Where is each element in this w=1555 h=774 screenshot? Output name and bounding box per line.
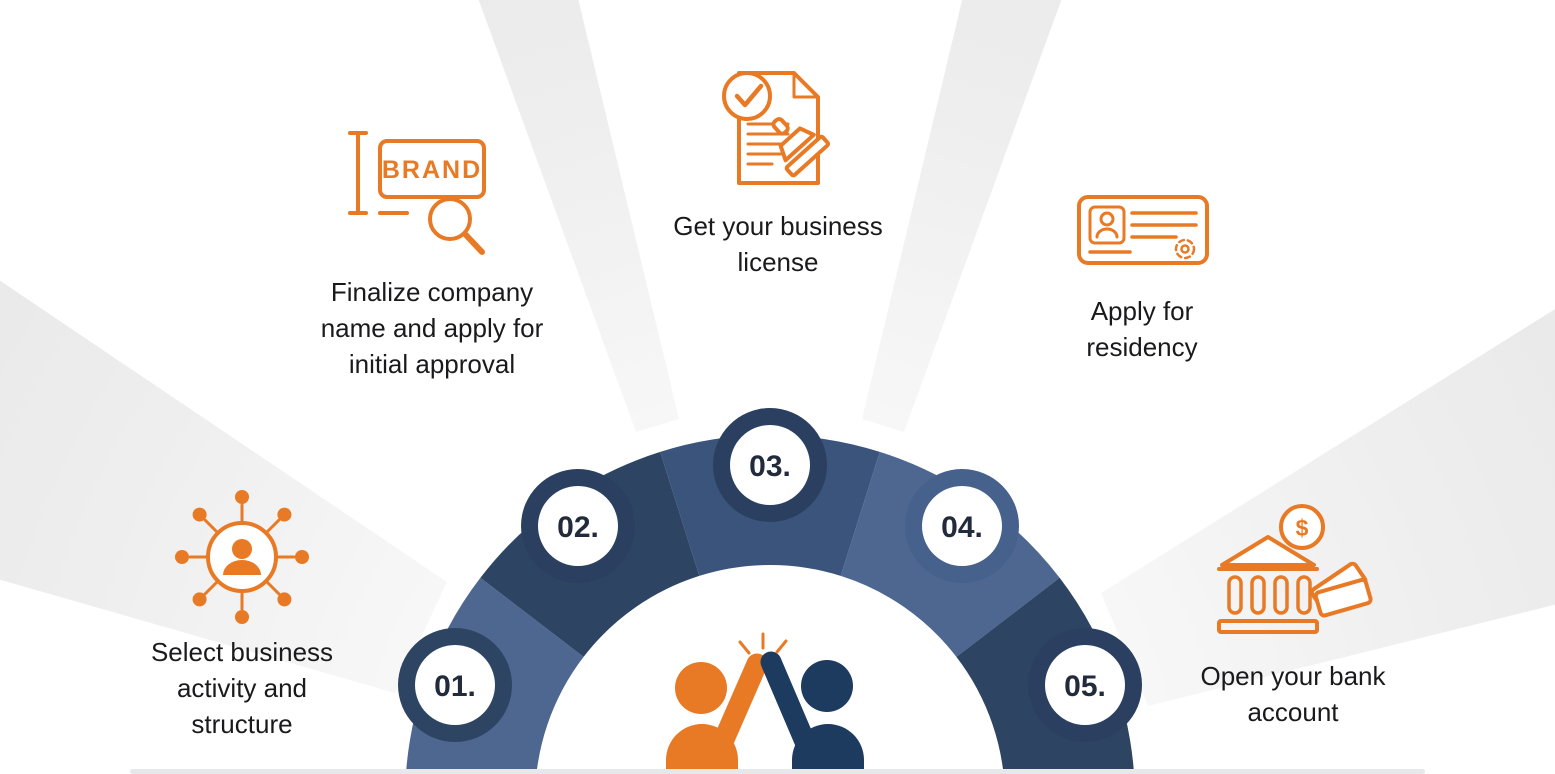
id-photo-frame [1088,205,1126,245]
step-caption-2: Finalize company name and apply for init… [320,277,544,379]
orange-person-body [666,724,738,774]
step-number-1: 01. [434,670,476,703]
light-rays [0,0,1555,706]
light-ray [0,280,447,693]
id-text-lines [1088,211,1198,254]
high-five-figures [666,632,864,774]
sparkle-icon [738,632,788,655]
network-nodes [175,490,309,624]
bank-account-icon: $ [1217,504,1373,634]
orange-person-arm [711,653,768,755]
step-caption-3: Get your business license [673,211,883,277]
dollar-sign: $ [1296,515,1309,541]
navy-person-head [801,660,853,712]
ground-line [130,769,1425,774]
brand-search-icon: BRAND [348,131,486,255]
bank-base [1217,619,1319,634]
light-ray [1101,309,1555,706]
network-people-icon [175,490,309,624]
step-number-circle-2 [538,486,618,566]
step-number-circle-4 [922,486,1002,566]
banknotes-icon [1310,561,1373,618]
step-number-5: 05. [1064,670,1106,703]
business-license-icon [722,71,831,185]
bank-roof [1220,535,1316,567]
residency-id-card-icon [1077,195,1209,265]
light-ray [862,0,1062,432]
orange-person-head [675,662,727,714]
network-person-shoulders [223,560,261,575]
step-number-4: 04. [941,511,983,544]
license-check-circle [722,71,772,121]
step-number-3: 03. [749,450,791,483]
network-spokes [188,503,296,611]
step-number-circle-1 [415,645,495,725]
step-caption-4: Apply for residency [1086,296,1198,362]
stamp-icon [771,117,831,178]
navy-person-arm [760,651,817,755]
dollar-coin-icon [1279,504,1325,550]
brand-bracket [348,131,368,215]
id-photo-head [1099,211,1115,227]
step-number-2: 02. [557,511,599,544]
id-photo-shoulders [1095,227,1119,239]
step-number-circle-3 [730,425,810,505]
brand-tag [378,139,486,199]
step-number-circles: 01. 02. 03. 04. 05. [415,425,1125,725]
magnifier-lens [428,197,472,241]
step-number-circle-5 [1045,645,1125,725]
fingerprint-icon [1174,238,1196,260]
fingerprint-core [1180,244,1190,254]
license-fold [792,71,820,99]
navy-person-body [792,724,864,774]
check-icon [734,83,764,108]
light-ray [478,0,679,432]
brand-label: BRAND [382,156,482,184]
magnifier-handle [462,231,485,255]
step-caption-5: Open your bank account [1200,661,1386,727]
step-caption-1: Select business activity and structure [150,637,334,739]
bank-columns [1227,575,1312,615]
network-person-head [232,539,252,559]
